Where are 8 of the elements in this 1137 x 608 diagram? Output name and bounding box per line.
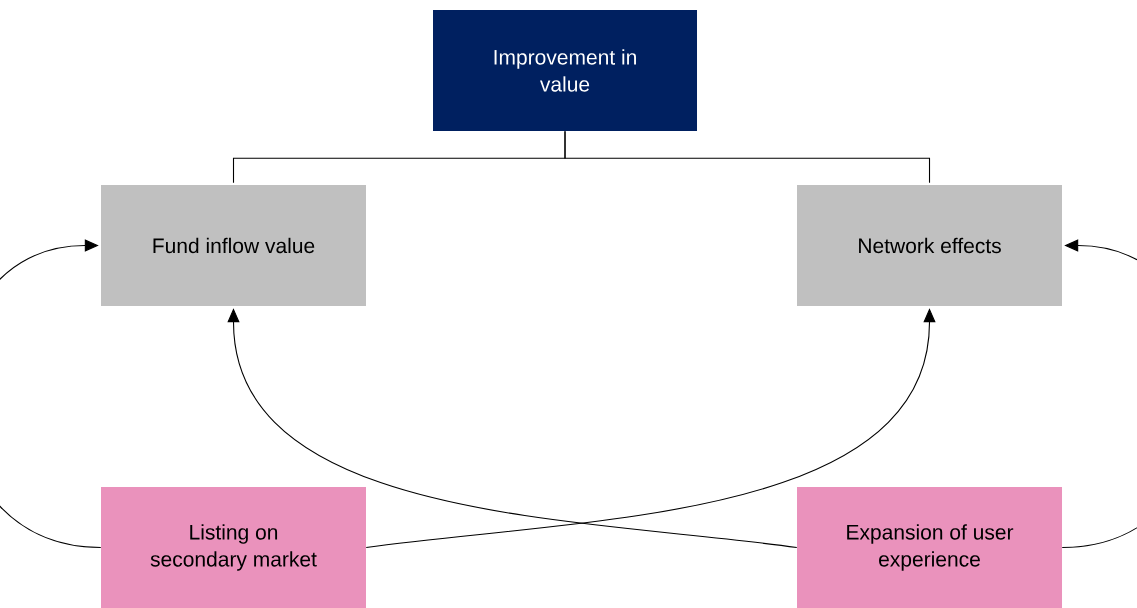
factor-box: Fund inflow value xyxy=(101,185,366,306)
driver-box: Expansion of user experience xyxy=(797,487,1062,608)
curved-arrow xyxy=(0,239,102,549)
curved-arrow xyxy=(1061,239,1137,549)
factor-box: Network effects xyxy=(797,185,1062,306)
connector-line xyxy=(564,130,931,184)
header-box: Improvement in value xyxy=(433,10,697,131)
driver-box: Listing on secondary market xyxy=(101,487,366,608)
